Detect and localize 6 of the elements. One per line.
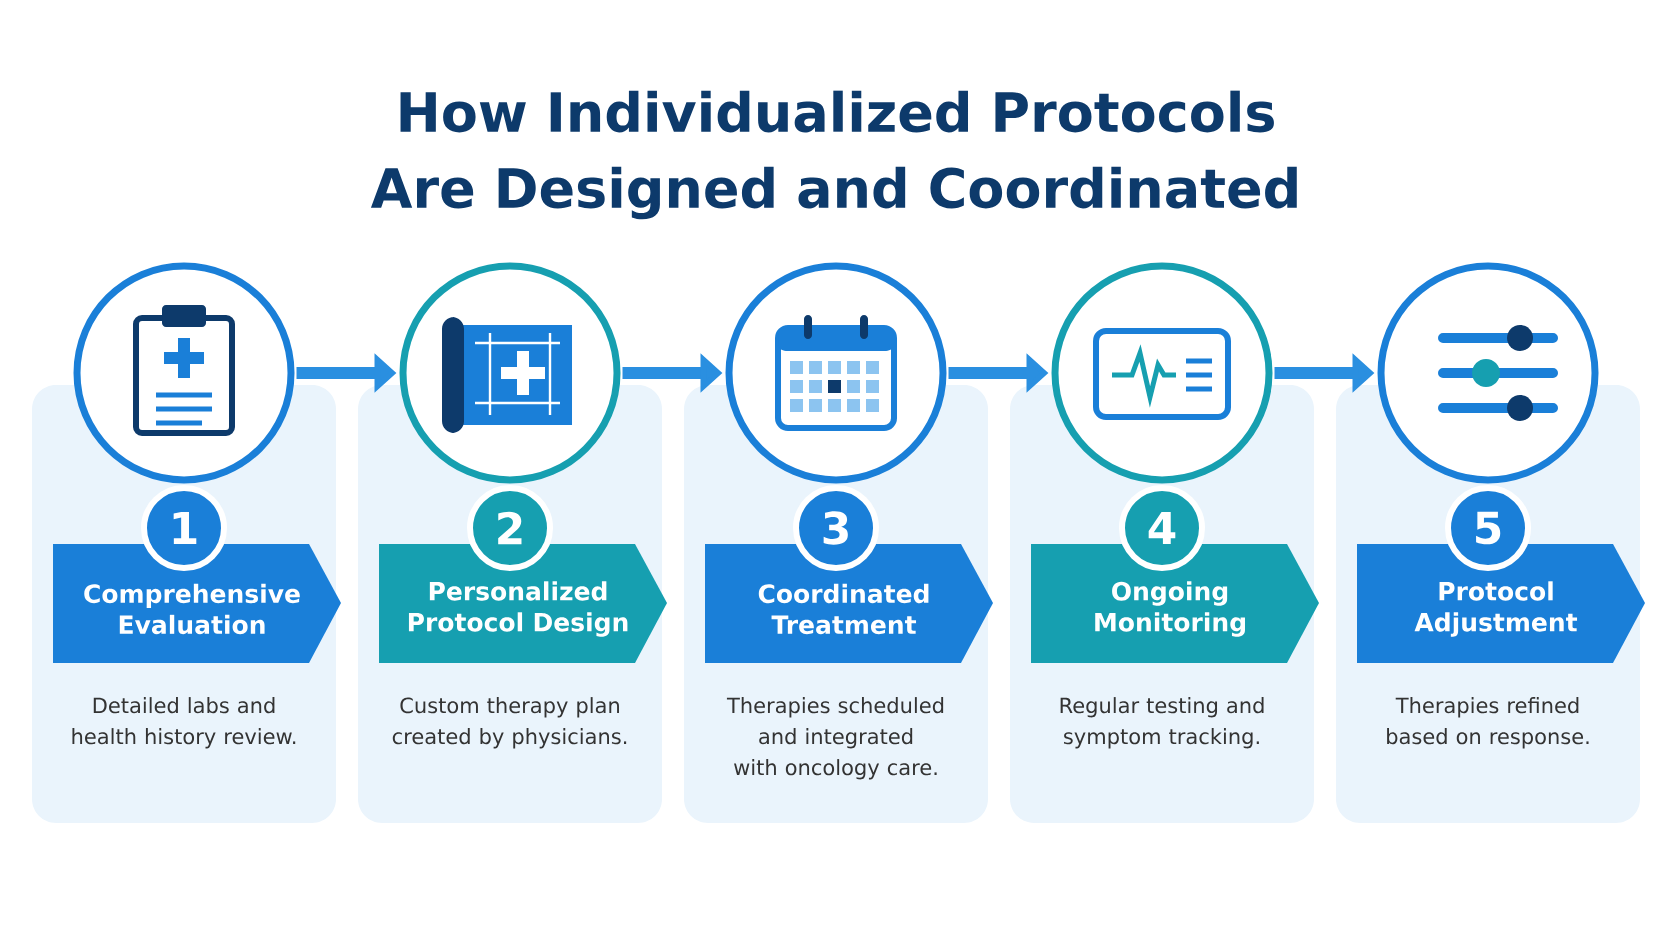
title: How Individualized Protocols Are Designed and Coordinated [370, 90, 1297, 220]
description: Custom therapy plan created by physicians. [392, 697, 627, 749]
description: Regular testing and symptom tracking. [1060, 697, 1264, 749]
description: Therapies scheduled and integrated with oncology care. [726, 697, 944, 780]
description: Therapies refined based on response. [1387, 697, 1589, 749]
description: Detailed labs and health history review. [72, 697, 296, 749]
